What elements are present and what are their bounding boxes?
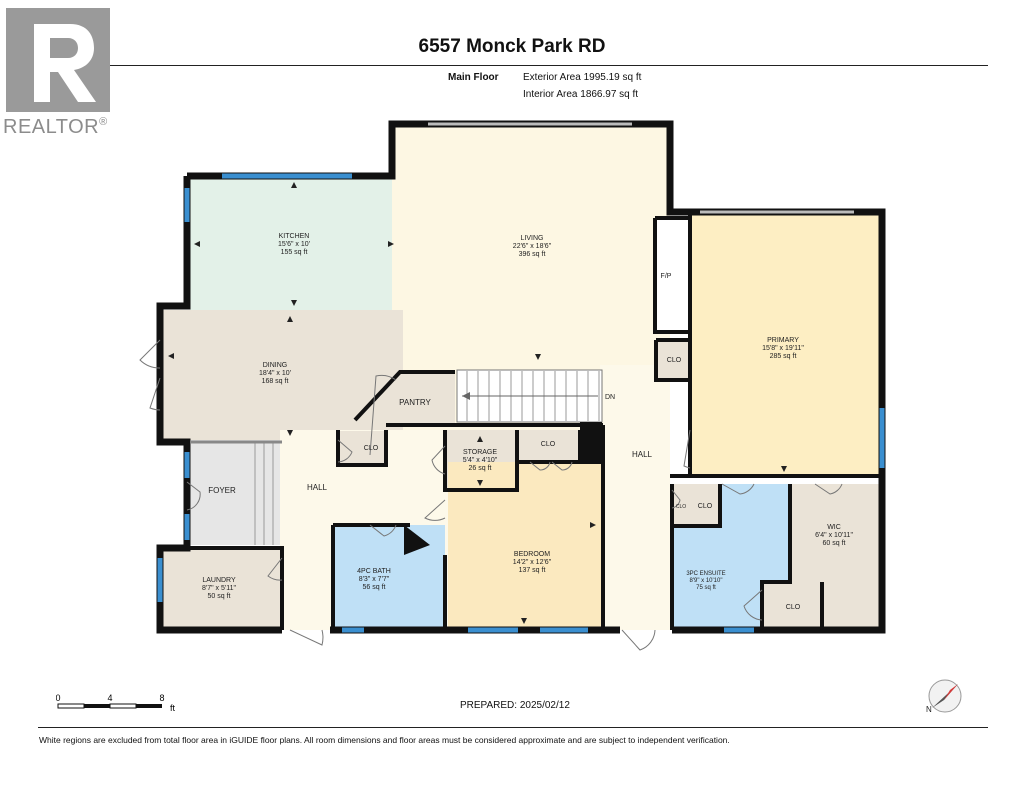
windows: [157, 173, 885, 633]
laundry-area: 50 sq ft: [208, 593, 231, 600]
closet-primary: [656, 340, 690, 380]
header-divider: [38, 65, 988, 66]
bedroom-dims: 14'2" x 12'6": [513, 559, 552, 566]
bath4-room: [335, 525, 445, 627]
bedroom-wall-pillar: [580, 422, 602, 464]
exterior-area: Exterior Area 1995.19 sq ft: [523, 72, 642, 83]
foyer-label: FOYER: [208, 486, 236, 495]
primary-room: [688, 212, 880, 477]
pantry-area: [355, 372, 455, 425]
living-name: LIVING: [521, 235, 544, 242]
footer-divider: [38, 727, 988, 728]
closet-ensuite-small-label: CLO: [676, 504, 686, 510]
plan-title: 6557 Monck Park RD: [418, 36, 606, 57]
doors: [139, 339, 843, 651]
closet-hall-label: CLO: [364, 445, 379, 452]
stairs-down-label: DN: [605, 394, 615, 401]
bath4-name: 4PC BATH: [357, 568, 391, 575]
kitchen-dims: 15'6" x 10': [278, 241, 310, 248]
ensuite-area: 75 sq ft: [696, 585, 716, 591]
closet-ensuite-label: CLO: [698, 503, 713, 510]
closet-primary-label: CLO: [667, 357, 682, 364]
storage-name: STORAGE: [463, 449, 497, 456]
dimension-markers: [168, 182, 787, 624]
scale-tick-4: 4: [107, 693, 112, 703]
hall-right-area: [600, 365, 670, 630]
prepared-date: PREPARED: 2025/02/12: [460, 700, 570, 711]
living-dims: 22'6" x 18'6": [513, 243, 552, 250]
hall-left-label: HALL: [307, 483, 328, 492]
primary-name: PRIMARY: [767, 337, 799, 344]
primary-area: 285 sq ft: [770, 353, 797, 360]
dining-name: DINING: [263, 362, 288, 369]
storage-area: 26 sq ft: [469, 465, 492, 472]
wic-area: 60 sq ft: [823, 540, 846, 547]
closet-bedroom: [517, 430, 579, 464]
foyer-area: [190, 440, 280, 545]
closet-bedroom-label: CLO: [541, 441, 556, 448]
ensuite-name: 3PC ENSUITE: [686, 571, 725, 577]
bath-wall-corner: [404, 525, 430, 555]
fireplace: [656, 218, 690, 332]
wic-name: WIC: [827, 524, 841, 531]
primary-dims: 15'8" x 19'11": [762, 345, 804, 352]
scale-bar: 0 4 8 ft: [56, 693, 176, 713]
laundry-name: LAUNDRY: [202, 577, 236, 584]
kitchen-area: 155 sq ft: [281, 249, 308, 256]
laundry-room: [163, 548, 281, 628]
kitchen-room: [190, 178, 395, 310]
bedroom-room: [448, 462, 602, 628]
bath4-dims: 8'3" x 7'7": [359, 576, 390, 583]
dining-dims: 18'4" x 10': [259, 370, 291, 377]
bedroom-name: BEDROOM: [514, 551, 550, 558]
stairs: [456, 369, 603, 423]
ensuite-dims: 8'9" x 10'10": [690, 578, 723, 584]
bath4-area: 56 sq ft: [363, 584, 386, 591]
sliding-doors: [428, 122, 854, 214]
storage-dims: 5'4" x 4'10": [463, 457, 498, 464]
fireplace-label: F/P: [661, 273, 672, 280]
interior-walls: [163, 212, 882, 630]
scale-tick-0: 0: [56, 693, 61, 703]
pantry-label: PANTRY: [399, 398, 431, 407]
floor-label: Main Floor: [448, 72, 499, 83]
scale-tick-8: 8: [159, 693, 164, 703]
foyer-steps: [254, 442, 274, 545]
interior-area: Interior Area 1866.97 sq ft: [523, 89, 639, 100]
realtor-logo-text: REALTOR®: [3, 116, 108, 138]
closet-wic-label: CLO: [786, 604, 801, 611]
disclaimer: White regions are excluded from total fl…: [39, 735, 730, 745]
svg-text:N: N: [926, 705, 932, 714]
living-area: 396 sq ft: [519, 251, 546, 258]
laundry-dims: 8'7" x 5'11": [202, 585, 236, 592]
wic-dims: 6'4" x 10'11": [815, 532, 853, 539]
closet-ensuite: [672, 484, 720, 526]
compass-icon: N: [926, 679, 962, 714]
bedroom-area: 137 sq ft: [519, 567, 546, 574]
scale-unit: ft: [170, 703, 176, 713]
closet-wic: [762, 582, 822, 628]
realtor-logo-icon: [6, 8, 110, 112]
kitchen-name: KITCHEN: [279, 233, 310, 240]
hall-right-label: HALL: [632, 450, 653, 459]
dining-area: 168 sq ft: [262, 378, 289, 385]
